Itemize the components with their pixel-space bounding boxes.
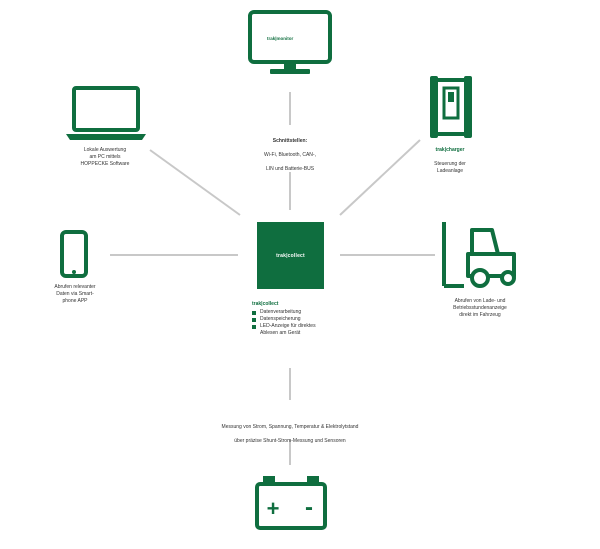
feature-item: Datenverarbeitung: [252, 309, 372, 316]
hub-box: trak|collect: [257, 222, 324, 289]
monitor-screen-label: trak|monitor: [267, 36, 294, 41]
battery-plus: +: [267, 496, 280, 521]
features-list: Datenverarbeitung Datenspeicherung LED-A…: [252, 309, 372, 337]
phone-caption: Abrufen relevanter Daten via Smart- phon…: [54, 284, 96, 304]
laptop-icon: [66, 86, 146, 140]
hub-label: trak|collect: [276, 252, 305, 259]
smartphone-icon: [60, 230, 88, 278]
laptop-caption: Lokale Auswertung am PC mittels HOPPECKE…: [80, 147, 130, 167]
interfaces-line1: Wi-Fi, Bluetooth, CAN-,: [264, 152, 316, 158]
features-heading: trak|collect: [252, 301, 279, 307]
charger-icon: [430, 76, 472, 138]
interfaces-caption: Schnittstellen: Wi-Fi, Bluetooth, CAN-, …: [235, 131, 345, 173]
monitor-icon: [248, 10, 332, 74]
charger-label: trak|charger: [435, 147, 465, 153]
measurement-caption: Messung von Strom, Spannung, Temperatur …: [175, 417, 405, 445]
charger-caption: trak|charger Steuerung der Ladeanlage: [405, 140, 495, 175]
charger-desc: Steuerung der Ladeanlage: [434, 161, 466, 174]
feature-item: Datenspeicherung: [252, 316, 372, 323]
forklift-caption: Abrufen von Lade- und Betriebsstundenanz…: [453, 298, 507, 318]
measurement-line2: über präzise Shunt-Strom-Messung und Sen…: [234, 438, 346, 444]
interfaces-line2: LIN und Batterie-BUS: [265, 166, 315, 172]
interfaces-title: Schnittstellen:: [272, 138, 308, 144]
line-charger: [339, 139, 421, 216]
feature-item: LED-Anzeige für direktes Ablesen am Gerä…: [252, 323, 372, 337]
hub-features: trak|collect Datenverarbeitung Datenspei…: [252, 301, 372, 337]
forklift-icon: [442, 222, 516, 288]
line-laptop: [149, 149, 241, 216]
measurement-line1: Messung von Strom, Spannung, Temperatur …: [221, 424, 359, 430]
battery-icon: + -: [255, 476, 327, 530]
battery-minus: -: [305, 494, 313, 521]
